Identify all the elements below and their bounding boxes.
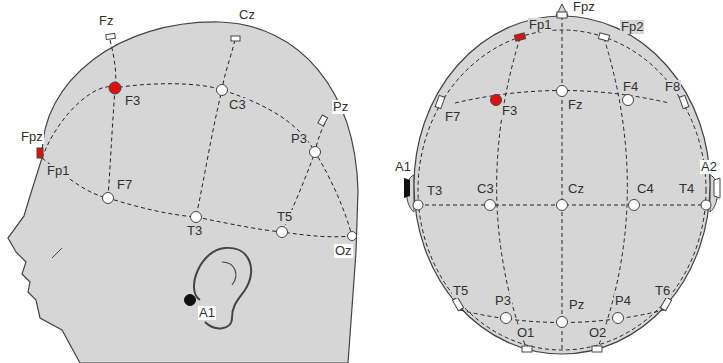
electrode-lines [42,40,352,237]
electrode-label: F8 [664,80,681,94]
electrode-label: T5 [276,210,293,224]
electrode-label: A2 [700,160,718,174]
electrode-label: F4 [622,80,639,94]
electrode-label: A1 [394,160,412,174]
electrode-label: Pz [332,100,349,114]
electrode-label: T5 [452,284,469,298]
electrode-label: Fp1 [46,164,70,178]
electrode-label: Fp2 [620,20,644,34]
electrode-label: Fz [567,98,583,112]
eye-mark [52,248,62,258]
electrode-label: F3 [124,94,141,108]
electrode-label: C3 [228,98,247,112]
electrode-label: T3 [426,184,443,198]
electrode-label: T4 [678,182,695,196]
electrode-lines-top [418,16,706,352]
electrodes-top [404,12,720,352]
electrode-label: Pz [568,298,585,312]
electrode-label: T3 [186,224,203,238]
electrode-label: C3 [476,182,495,196]
electrode-label: P3 [494,294,512,308]
electrode-label: Fz [98,14,114,28]
electrode-label: O2 [588,326,607,340]
electrodes [37,33,357,305]
electrode-label: F7 [444,110,461,124]
electrode-label: Fpz [20,130,44,144]
electrode-label: P3 [290,132,308,146]
electrode-label: O1 [516,326,535,340]
ear-clip [404,178,410,198]
electrode-label: T6 [654,284,671,298]
side-head [8,22,358,363]
ear [194,248,251,329]
electrode-label: F7 [116,178,133,192]
electrode-label: P4 [614,294,632,308]
ear-inner [222,262,236,285]
electrode-label: F3 [501,104,518,118]
electrode-label: C4 [636,182,655,196]
electrode-label: Cz [567,182,585,196]
electrode-label: A1 [198,306,216,320]
top-head [414,16,710,354]
electrode-label: Fpz [572,0,596,14]
electrode-label: Oz [334,244,353,258]
electrode-label: Cz [238,8,256,22]
electrode-label: Fp1 [528,18,552,32]
nose-line [8,216,24,238]
ear-clip [714,178,720,198]
